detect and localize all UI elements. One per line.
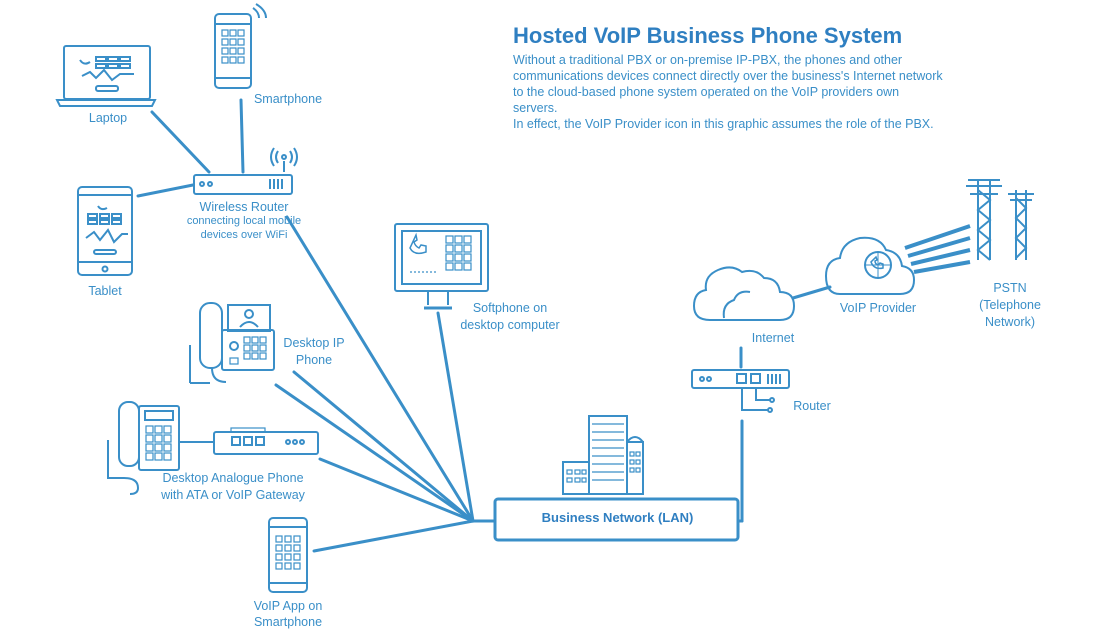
smartphone-icon (214, 3, 267, 89)
description-paragraph-1: Without a traditional PBX or on-premise … (513, 53, 943, 115)
desk-phone-icon (189, 302, 275, 384)
laptop-icon (55, 45, 157, 107)
desktop-ip-label-1: Desktop IP (283, 336, 345, 350)
building-icon (562, 415, 644, 495)
laptop-label: Laptop (88, 111, 128, 125)
cloud-icon (692, 266, 796, 321)
tablet-label: Tablet (88, 284, 122, 298)
lan-box (493, 497, 740, 542)
tablet-icon (77, 186, 133, 276)
voip-provider-cloud-icon (824, 236, 916, 295)
router-icon (691, 369, 790, 413)
pstn-tower-icon (966, 179, 1034, 261)
ata-gateway-icon (213, 427, 319, 455)
wireless-router-sub-1: connecting local mobile (186, 215, 302, 227)
page-title: Hosted VoIP Business Phone System (513, 23, 903, 48)
analogue-phone-icon (107, 401, 214, 495)
description: Without a traditional PBX or on-premise … (513, 52, 943, 132)
pstn-label-3: Network) (984, 315, 1035, 329)
softphone-label-1: Softphone on (472, 301, 548, 315)
softphone-label-2: desktop computer (460, 318, 560, 332)
pstn-label-1: PSTN (993, 281, 1027, 295)
router-label: Router (793, 399, 831, 413)
desktop-ip-label-2: Phone (295, 353, 333, 367)
voip-app-label-2: Smartphone (253, 615, 323, 629)
wireless-router-sub-2: devices over WiFi (200, 229, 288, 241)
internet-label: Internet (751, 331, 795, 345)
smartphone-label: Smartphone (253, 92, 323, 106)
smartphone-app-icon (268, 517, 308, 593)
analogue-phone-label-1: Desktop Analogue Phone (162, 471, 304, 485)
voip-provider-label: VoIP Provider (839, 301, 917, 315)
description-paragraph-2: In effect, the VoIP Provider icon in thi… (513, 117, 934, 131)
computer-monitor-icon (394, 223, 489, 310)
wireless-router-label: Wireless Router (199, 200, 289, 214)
wireless-router-icon (193, 147, 298, 195)
voip-app-label-1: VoIP App on (253, 599, 323, 613)
pstn-label-2: (Telephone (979, 298, 1041, 312)
lan-label: Business Network (LAN) (541, 510, 694, 525)
analogue-phone-label-2: with ATA or VoIP Gateway (161, 488, 305, 502)
